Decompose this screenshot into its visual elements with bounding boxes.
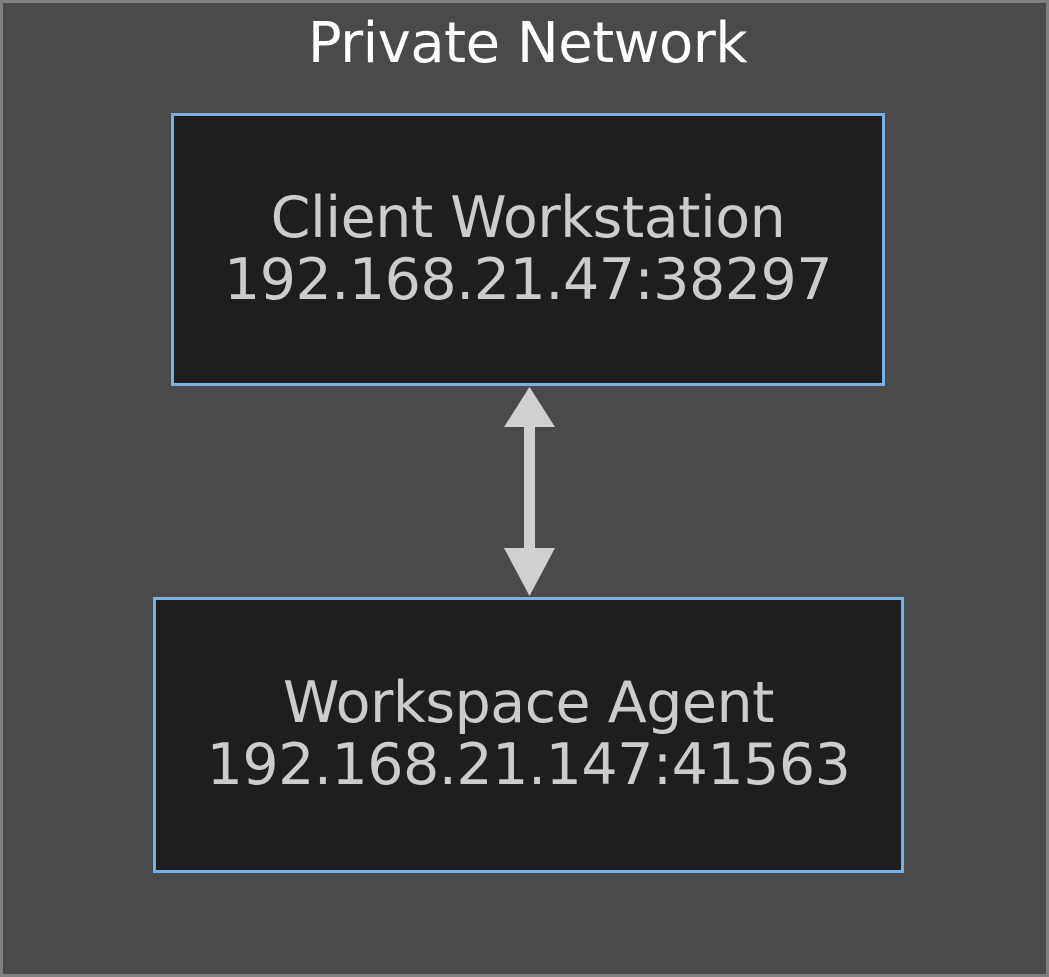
node-workspace-agent[interactable]: Workspace Agent 192.168.21.147:41563 xyxy=(153,597,904,873)
arrow-down-head-icon xyxy=(504,548,555,596)
arrow-up-head-icon xyxy=(504,387,555,427)
cluster-title: Private Network xyxy=(307,11,748,76)
arrow-shaft-icon xyxy=(524,423,535,551)
node-workspace-agent-address: 192.168.21.147:41563 xyxy=(206,732,851,798)
node-client-workstation-address: 192.168.21.47:38297 xyxy=(223,246,833,313)
node-workspace-agent-title: Workspace Agent xyxy=(283,670,774,737)
node-client-workstation[interactable]: Client Workstation 192.168.21.47:38297 xyxy=(171,113,885,386)
edge-layer xyxy=(504,387,555,596)
node-client-workstation-title: Client Workstation xyxy=(270,184,786,251)
edge-client-agent[interactable] xyxy=(504,387,555,596)
